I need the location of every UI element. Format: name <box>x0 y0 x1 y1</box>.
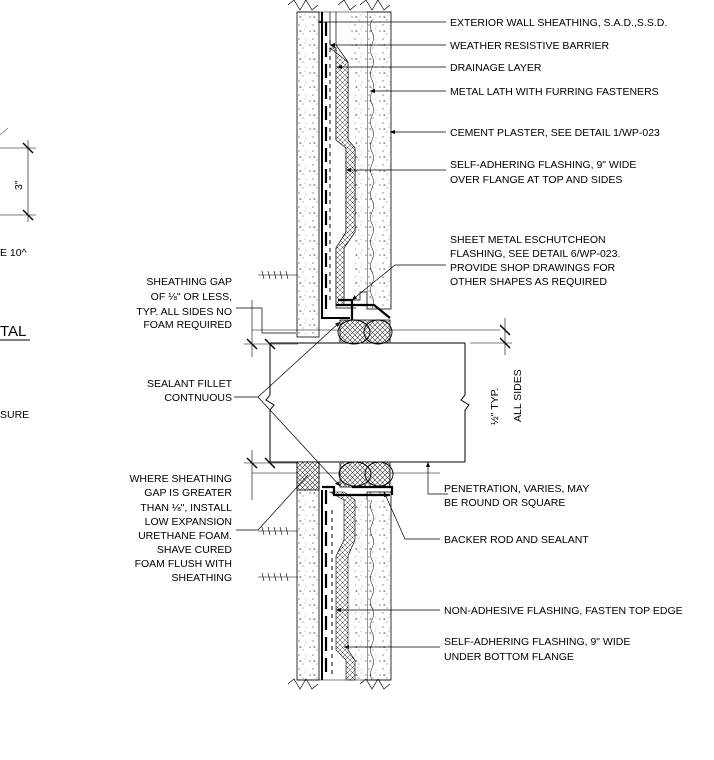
dim-half-inch-typ: ½" TYP. <box>489 388 501 425</box>
label-where-line6: SHAVE CURED <box>157 544 232 556</box>
left-labels: SHEATHING GAP OF ⅛" OR LESS, TYP. ALL SI… <box>130 276 233 584</box>
label-penetration-line2: BE ROUND OR SQUARE <box>444 497 565 509</box>
label-escutcheon-line4: OTHER SHAPES AS REQUIRED <box>450 276 607 288</box>
dim-three-inch: 3" <box>13 180 25 190</box>
label-gap-line4: FOAM REQUIRED <box>143 319 232 331</box>
right-labels: EXTERIOR WALL SHEATHING, S.A.D.,S.S.D. W… <box>444 17 683 663</box>
leader-lines <box>234 19 448 650</box>
label-backer-rod: BACKER ROD AND SEALANT <box>444 534 589 546</box>
partial-label-e-ten: E 10^ <box>0 247 27 259</box>
label-where-line7: FOAM FLUSH WITH <box>135 558 232 570</box>
sealant-bottom <box>338 461 394 488</box>
dim-all-sides: ALL SIDES <box>512 369 524 422</box>
upper-wall <box>258 0 392 338</box>
penetration-pipe <box>252 319 500 488</box>
label-gap-line2: OF ⅛" OR LESS, <box>151 291 232 303</box>
label-flashing-bottom-line2: UNDER BOTTOM FLANGE <box>444 651 574 663</box>
label-escutcheon-line1: SHEET METAL ESCHUTCHEON <box>450 234 606 246</box>
label-sealant-line2: CONTNUOUS <box>164 392 232 404</box>
label-gap-line3: TYP. ALL SIDES NO <box>136 306 232 318</box>
label-non-adhesive-flashing: NON-ADHESIVE FLASHING, FASTEN TOP EDGE <box>444 605 683 617</box>
label-flashing-top-line1: SELF-ADHERING FLASHING, 9" WIDE <box>450 159 636 171</box>
label-flashing-top-line2: OVER FLANGE AT TOP AND SIDES <box>450 174 622 186</box>
dimension-text: ½" TYP. ALL SIDES 3" <box>13 180 524 425</box>
label-penetration-line1: PENETRATION, VARIES, MAY <box>444 483 589 495</box>
label-where-line1: WHERE SHEATHING <box>130 473 232 485</box>
label-metal-lath: METAL LATH WITH FURRING FASTENERS <box>450 86 659 98</box>
label-flashing-bottom-line1: SELF-ADHERING FLASHING, 9" WIDE <box>444 636 630 648</box>
label-gap-line1: SHEATHING GAP <box>146 276 232 288</box>
label-weather-barrier: WEATHER RESISTIVE BARRIER <box>450 40 609 52</box>
label-exterior-sheathing: EXTERIOR WALL SHEATHING, S.A.D.,S.S.D. <box>450 17 667 29</box>
label-where-line4: LOW EXPANSION <box>145 516 232 528</box>
label-escutcheon-line2: FLASHING, SEE DETAIL 6/WP-023. <box>450 248 620 260</box>
dimension-lines <box>0 127 512 500</box>
label-where-line2: GAP IS GREATER <box>144 487 232 499</box>
partial-label-sure: SURE <box>0 409 29 421</box>
label-where-line3: THAN ⅛", INSTALL <box>140 502 232 514</box>
sealant-top <box>337 319 393 345</box>
label-where-line5: URETHANE FOAM. <box>138 530 232 542</box>
partial-label-tal: TAL <box>0 323 26 340</box>
label-drainage-layer: DRAINAGE LAYER <box>450 62 542 74</box>
lower-wall <box>258 461 394 690</box>
label-cement-plaster: CEMENT PLASTER, SEE DETAIL 1/WP-023 <box>450 127 660 139</box>
label-sealant-line1: SEALANT FILLET <box>147 378 233 390</box>
cropped-left-text: E 10^ TAL SURE <box>0 247 29 421</box>
label-where-line8: SHEATHING <box>172 572 232 584</box>
label-escutcheon-line3: PROVIDE SHOP DRAWINGS FOR <box>450 262 616 274</box>
